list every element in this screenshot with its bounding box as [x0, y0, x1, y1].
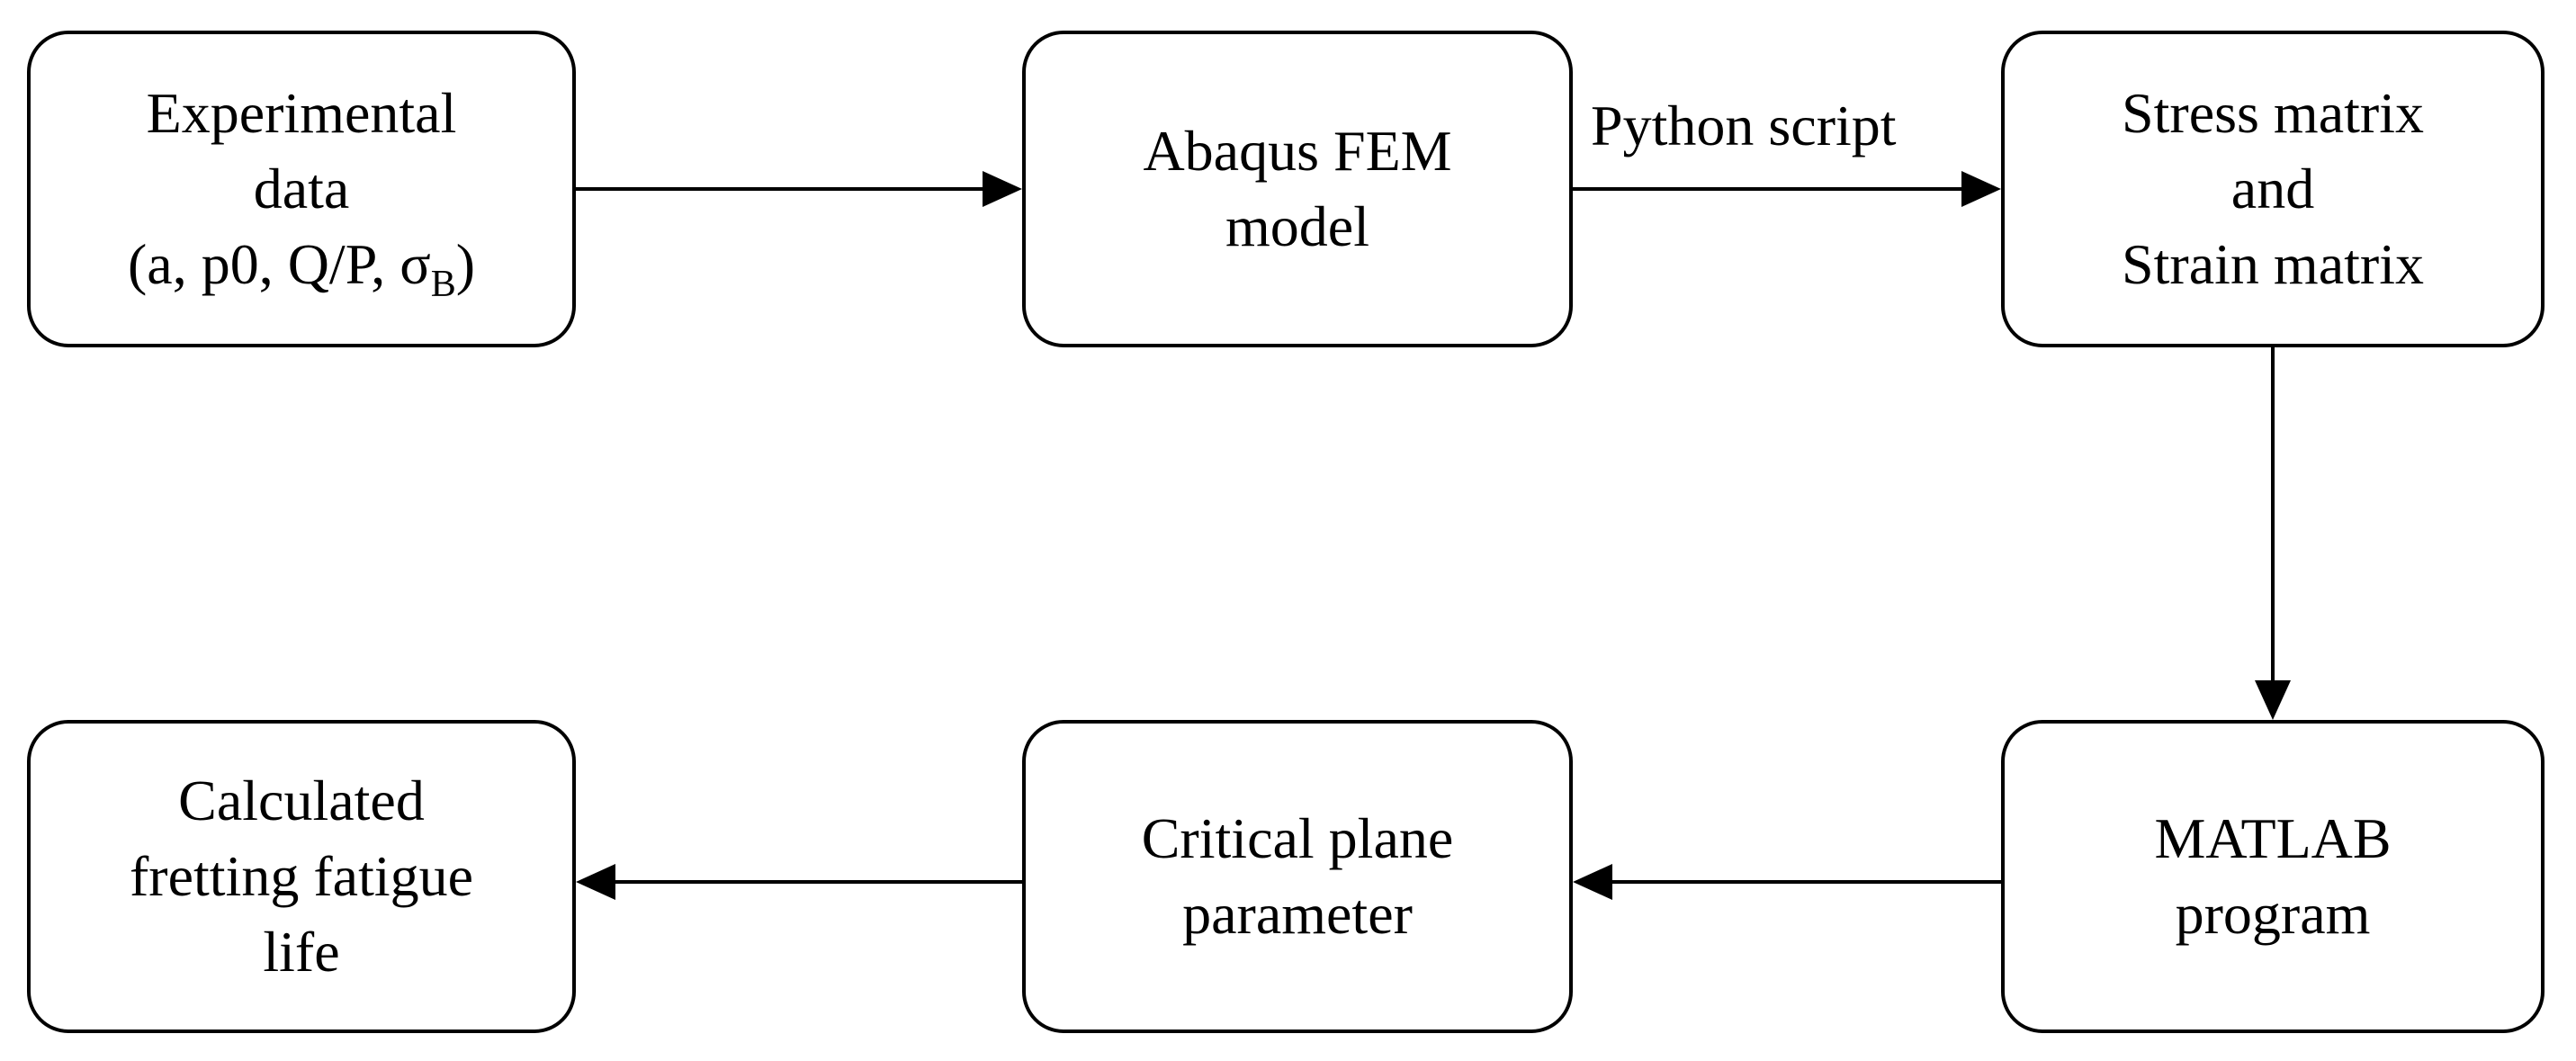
node-stress-strain-matrix: Stress matrix and Strain matrix [2001, 31, 2545, 347]
node-experimental-line2: data [253, 157, 350, 220]
node-calculated-fatigue-life: Calculated fretting fatigue life [27, 720, 576, 1033]
node-matlab-program: MATLAB program [2001, 720, 2545, 1033]
node-matlab-line1: MATLAB [2154, 806, 2392, 870]
node-stress-strain-text: Stress matrix and Strain matrix [2122, 76, 2424, 302]
node-experimental-line3-suffix: ) [455, 232, 476, 296]
node-fatigue-life-text: Calculated fretting fatigue life [130, 763, 473, 990]
node-matlab-text: MATLAB program [2154, 801, 2391, 952]
node-abaqus-line2: model [1225, 194, 1369, 258]
node-stress-strain-line3: Strain matrix [2122, 232, 2424, 296]
arrowhead-stress-to-matlab [2255, 680, 2291, 720]
node-critical-plane-text: Critical plane parameter [1142, 801, 1454, 952]
node-fatigue-life-line1: Calculated [178, 769, 425, 832]
arrowhead-abaqus-to-stress [1961, 171, 2001, 207]
arrowhead-matlab-to-critical [1573, 864, 1612, 900]
arrowhead-critical-to-fatigue [576, 864, 615, 900]
arrowhead-experimental-to-abaqus [983, 171, 1022, 207]
node-critical-plane-parameter: Critical plane parameter [1022, 720, 1573, 1033]
node-critical-plane-line2: parameter [1182, 882, 1413, 946]
node-fatigue-life-line2: fretting fatigue [129, 844, 474, 908]
node-fatigue-life-line3: life [263, 920, 340, 984]
edge-label-python-script: Python script [1591, 94, 1897, 157]
node-abaqus-fem-model: Abaqus FEM model [1022, 31, 1573, 347]
node-experimental-line3-subscript: B [430, 264, 456, 305]
node-matlab-line2: program [2175, 882, 2371, 946]
node-experimental-data: Experimental data (a, p0, Q/P, σB) [27, 31, 576, 347]
node-critical-plane-line1: Critical plane [1141, 806, 1454, 870]
node-experimental-line3-prefix: (a, p0, Q/P, σ [127, 232, 431, 296]
node-experimental-line3: (a, p0, Q/P, σB) [127, 227, 476, 305]
node-experimental-data-text: Experimental data (a, p0, Q/P, σB) [127, 76, 476, 305]
node-abaqus-text: Abaqus FEM model [1143, 113, 1451, 265]
node-abaqus-line1: Abaqus FEM [1143, 119, 1452, 183]
node-experimental-line1: Experimental [146, 81, 457, 145]
node-stress-strain-line2: and [2230, 157, 2315, 220]
node-stress-strain-line1: Stress matrix [2122, 81, 2424, 145]
